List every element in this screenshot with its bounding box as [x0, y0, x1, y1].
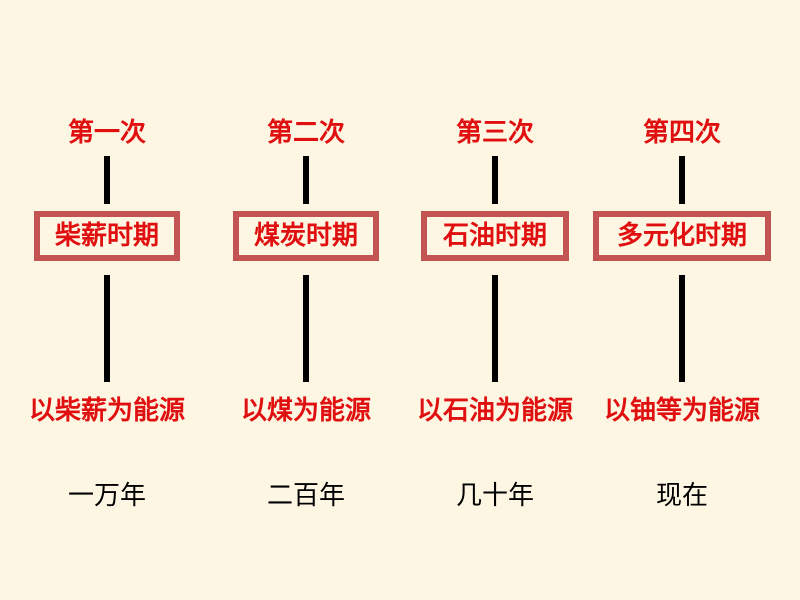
- period-box: 多元化时期: [593, 211, 771, 261]
- time-label: 一万年: [67, 481, 146, 511]
- stage-column-3: 第三次 石油时期 以石油为能源 几十年: [395, 0, 595, 600]
- connector-line-bottom: [492, 275, 498, 382]
- energy-source-label: 以石油为能源: [416, 396, 573, 426]
- stage-title: 第一次: [67, 118, 146, 148]
- connector-line-top: [679, 156, 685, 204]
- stage-title: 第四次: [642, 118, 721, 148]
- stage-title: 第三次: [455, 118, 534, 148]
- time-label: 二百年: [266, 481, 345, 511]
- stage-column-4: 第四次 多元化时期 以铀等为能源 现在: [582, 0, 782, 600]
- time-label: 现在: [655, 481, 708, 511]
- connector-line-top: [104, 156, 110, 204]
- energy-source-label: 以铀等为能源: [603, 396, 760, 426]
- energy-source-label: 以柴薪为能源: [28, 396, 185, 426]
- connector-line-top: [492, 156, 498, 204]
- energy-source-label: 以煤为能源: [240, 396, 371, 426]
- period-label: 煤炭时期: [253, 221, 358, 251]
- period-box: 柴薪时期: [34, 211, 180, 261]
- connector-line-top: [303, 156, 309, 204]
- period-label: 柴薪时期: [54, 221, 159, 251]
- period-box: 石油时期: [421, 211, 569, 261]
- period-label: 石油时期: [442, 221, 547, 251]
- period-label: 多元化时期: [616, 221, 747, 251]
- connector-line-bottom: [303, 275, 309, 382]
- stage-column-2: 第二次 煤炭时期 以煤为能源 二百年: [206, 0, 406, 600]
- stage-title: 第二次: [266, 118, 345, 148]
- time-label: 几十年: [455, 481, 534, 511]
- connector-line-bottom: [679, 275, 685, 382]
- period-box: 煤炭时期: [233, 211, 379, 261]
- connector-line-bottom: [104, 275, 110, 382]
- stage-column-1: 第一次 柴薪时期 以柴薪为能源 一万年: [7, 0, 207, 600]
